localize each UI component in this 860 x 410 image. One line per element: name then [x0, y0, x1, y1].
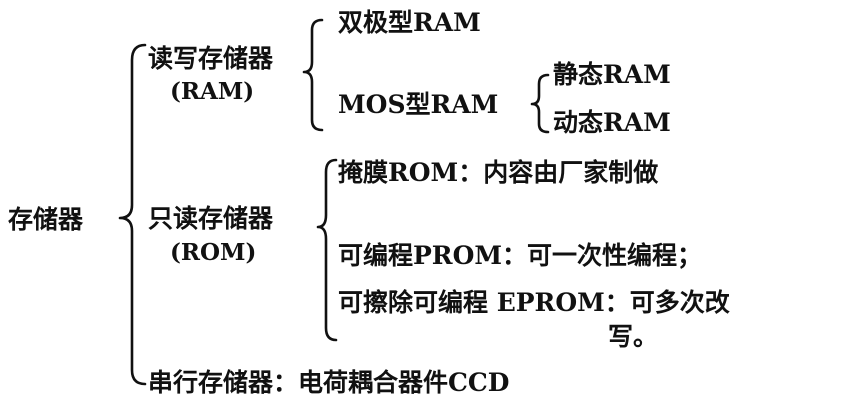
ram-item-bipolar: 双极型RAM [338, 8, 481, 37]
mos-item-static: 静态RAM [553, 60, 671, 89]
main-brace [118, 43, 147, 386]
rom-brace [316, 158, 338, 342]
rom-item-eprom-cont: 写。 [608, 322, 659, 351]
serial-item: 串行存储器：电荷耦合器件CCD [148, 368, 510, 397]
ram-brace [302, 18, 324, 132]
ram-item-mos: MOS型RAM [338, 90, 499, 119]
mos-item-dynamic: 动态RAM [553, 108, 671, 137]
mos-brace [530, 73, 550, 134]
rom-abbr: (ROM) [170, 239, 257, 266]
rom-title: 只读存储器 [148, 204, 274, 233]
ram-abbr: (RAM) [170, 78, 255, 105]
rom-item-mask: 掩膜ROM：内容由厂家制做 [338, 158, 659, 187]
root-label: 存储器 [8, 205, 84, 234]
rom-item-eprom: 可擦除可编程 EPROM：可多次改 [338, 288, 730, 317]
ram-title: 读写存储器 [148, 44, 274, 73]
rom-item-prom: 可编程PROM：可一次性编程； [338, 241, 703, 270]
